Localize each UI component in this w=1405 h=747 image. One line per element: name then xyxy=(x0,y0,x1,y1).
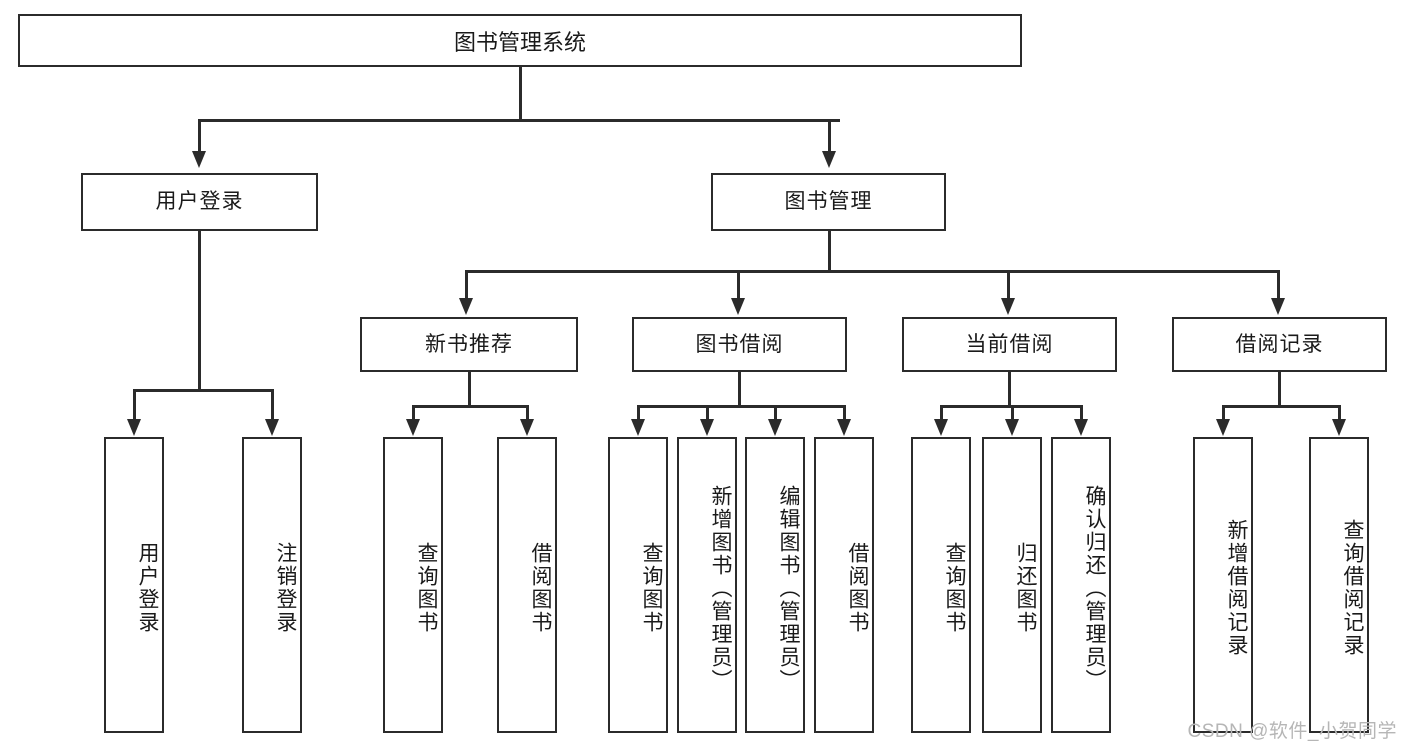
node-label: 查询图书 xyxy=(943,542,966,634)
arrow-currentborrow-to-leaf2 xyxy=(1005,419,1019,436)
leaf-borrowrecord-query-record[interactable]: 查询借阅记录 xyxy=(1309,437,1369,733)
connector-bookmgmt-to-borrow xyxy=(737,270,740,300)
connector-bookborrow-stem xyxy=(738,372,741,405)
arrow-bookborrow-to-leaf2 xyxy=(700,419,714,436)
node-label: 确认归还（管理员） xyxy=(1083,484,1106,692)
arrow-currentborrow-to-leaf3 xyxy=(1074,419,1088,436)
arrow-userlogin-to-leaf1 xyxy=(127,419,141,436)
connector-borrowrecord-to-leaf1 xyxy=(1222,405,1225,421)
connector-bookborrow-bus xyxy=(637,405,845,408)
connector-bookborrow-to-leaf4 xyxy=(843,405,846,421)
node-label: 图书管理系统 xyxy=(453,29,586,55)
leaf-bookborrow-add-book[interactable]: 新增图书（管理员） xyxy=(677,437,737,733)
leaf-newbook-borrow-book[interactable]: 借阅图书 xyxy=(497,437,557,733)
arrow-bookmgmt-to-current xyxy=(1001,298,1015,315)
node-label: 图书管理 xyxy=(784,190,873,214)
connector-bookborrow-to-leaf3 xyxy=(774,405,777,421)
connector-bookmgmt-to-record xyxy=(1277,270,1280,300)
connector-currentborrow-to-leaf2 xyxy=(1011,405,1014,421)
connector-root-to-userlogin xyxy=(198,119,201,153)
arrow-bookmgmt-to-record xyxy=(1271,298,1285,315)
node-new-book-recommend[interactable]: 新书推荐 xyxy=(360,317,578,372)
leaf-newbook-query-book[interactable]: 查询图书 xyxy=(383,437,443,733)
node-label: 注销登录 xyxy=(274,542,297,634)
connector-currentborrow-to-leaf3 xyxy=(1080,405,1083,421)
connector-userlogin-to-leaf1 xyxy=(133,389,136,421)
connector-currentborrow-to-leaf1 xyxy=(940,405,943,421)
node-label: 查询图书 xyxy=(640,542,663,634)
connector-borrowrecord-bus xyxy=(1222,405,1340,408)
arrow-borrowrecord-to-leaf1 xyxy=(1216,419,1230,436)
node-label: 归还图书 xyxy=(1014,542,1037,634)
node-book-management[interactable]: 图书管理 xyxy=(711,173,946,231)
node-label: 新书推荐 xyxy=(425,332,513,356)
arrow-userlogin-to-leaf2 xyxy=(265,419,279,436)
arrow-bookmgmt-to-new xyxy=(459,298,473,315)
arrow-newbook-to-leaf1 xyxy=(406,419,420,436)
connector-currentborrow-stem xyxy=(1008,372,1011,405)
connector-newbook-stem xyxy=(468,372,471,405)
node-borrow-record[interactable]: 借阅记录 xyxy=(1172,317,1387,372)
node-current-borrow[interactable]: 当前借阅 xyxy=(902,317,1117,372)
connector-userlogin-stem xyxy=(198,231,201,389)
node-label: 图书借阅 xyxy=(695,332,784,356)
arrow-currentborrow-to-leaf1 xyxy=(934,419,948,436)
watermark-text: CSDN @软件_小贺同学 xyxy=(1187,721,1397,742)
arrow-bookborrow-to-leaf1 xyxy=(631,419,645,436)
node-label: 用户登录 xyxy=(136,542,159,634)
arrow-root-to-userlogin xyxy=(192,151,206,168)
connector-newbook-bus xyxy=(412,405,528,408)
leaf-currentborrow-return-book[interactable]: 归还图书 xyxy=(982,437,1042,733)
arrow-bookborrow-to-leaf4 xyxy=(837,419,851,436)
leaf-bookborrow-edit-book[interactable]: 编辑图书（管理员） xyxy=(745,437,805,733)
connector-userlogin-to-leaf2 xyxy=(271,389,274,421)
connector-bookmgmt-to-current xyxy=(1007,270,1010,300)
node-label: 用户登录 xyxy=(155,190,244,214)
leaf-currentborrow-query-book[interactable]: 查询图书 xyxy=(911,437,971,733)
connector-userlogin-bus xyxy=(133,389,272,392)
connector-borrowrecord-stem xyxy=(1278,372,1281,405)
connector-borrowrecord-to-leaf2 xyxy=(1338,405,1341,421)
leaf-borrowrecord-add-record[interactable]: 新增借阅记录 xyxy=(1193,437,1253,733)
node-label: 编辑图书（管理员） xyxy=(777,484,800,692)
connector-bookmgmt-to-new xyxy=(465,270,468,300)
node-label: 查询借阅记录 xyxy=(1341,519,1364,657)
arrow-newbook-to-leaf2 xyxy=(520,419,534,436)
node-label: 借阅图书 xyxy=(846,542,869,634)
connector-newbook-to-leaf2 xyxy=(526,405,529,421)
arrow-bookborrow-to-leaf3 xyxy=(768,419,782,436)
arrow-bookmgmt-to-borrow xyxy=(731,298,745,315)
node-label: 查询图书 xyxy=(415,542,438,634)
node-label: 借阅记录 xyxy=(1235,332,1324,356)
leaf-bookborrow-query-book[interactable]: 查询图书 xyxy=(608,437,668,733)
connector-bookborrow-to-leaf1 xyxy=(637,405,640,421)
connector-bookmgmt-stem xyxy=(828,231,831,270)
node-book-borrow[interactable]: 图书借阅 xyxy=(632,317,847,372)
node-label: 新增借阅记录 xyxy=(1225,519,1248,657)
connector-newbook-to-leaf1 xyxy=(412,405,415,421)
arrow-root-to-bookmgmt xyxy=(822,151,836,168)
connector-root-bus xyxy=(198,119,840,122)
node-user-login[interactable]: 用户登录 xyxy=(81,173,318,231)
connector-bookmgmt-bus xyxy=(465,270,1280,273)
node-label: 新增图书（管理员） xyxy=(709,484,732,692)
node-root-system[interactable]: 图书管理系统 xyxy=(18,14,1022,67)
leaf-bookborrow-borrow-book[interactable]: 借阅图书 xyxy=(814,437,874,733)
node-label: 当前借阅 xyxy=(965,332,1054,356)
leaf-user-login[interactable]: 用户登录 xyxy=(104,437,164,733)
connector-root-stem xyxy=(519,67,522,119)
connector-bookborrow-to-leaf2 xyxy=(706,405,709,421)
connector-root-to-bookmgmt xyxy=(828,119,831,153)
node-label: 借阅图书 xyxy=(529,542,552,634)
leaf-user-logout[interactable]: 注销登录 xyxy=(242,437,302,733)
arrow-borrowrecord-to-leaf2 xyxy=(1332,419,1346,436)
leaf-currentborrow-confirm-return[interactable]: 确认归还（管理员） xyxy=(1051,437,1111,733)
